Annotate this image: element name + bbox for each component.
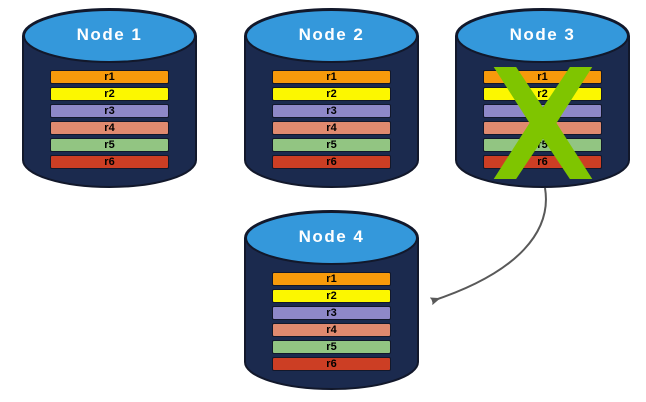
row-label: r3: [326, 306, 337, 319]
node-2-rows: r1 r2 r3 r4 r5 r6: [244, 70, 419, 172]
cylinder-top-disc: [245, 211, 418, 265]
cylinder-top-disc: [23, 9, 196, 63]
row-label: r2: [326, 87, 337, 100]
node-1-rows: r1 r2 r3 r4 r5 r6: [22, 70, 197, 172]
row-label: r1: [537, 70, 548, 83]
row-label: r1: [326, 70, 337, 83]
node-4-rows: r1 r2 r3 r4 r5 r6: [244, 272, 419, 374]
row-label: r4: [104, 121, 115, 134]
row-label: r5: [104, 138, 115, 151]
row-r5[interactable]: r5: [272, 340, 391, 354]
row-r3[interactable]: r3: [483, 104, 602, 118]
cylinder-top-disc: [245, 9, 418, 63]
row-r5[interactable]: r5: [483, 138, 602, 152]
row-r1[interactable]: r1: [50, 70, 169, 84]
row-label: r5: [326, 340, 337, 353]
node-3-rows: r1 r2 r3 r4 r5 r6: [455, 70, 630, 172]
row-r2[interactable]: r2: [483, 87, 602, 101]
row-r4[interactable]: r4: [483, 121, 602, 135]
row-r4[interactable]: r4: [50, 121, 169, 135]
row-r6[interactable]: r6: [483, 155, 602, 169]
row-label: r4: [537, 121, 548, 134]
row-label: r2: [537, 87, 548, 100]
row-r2[interactable]: r2: [272, 87, 391, 101]
row-r1[interactable]: r1: [272, 70, 391, 84]
row-r6[interactable]: r6: [272, 155, 391, 169]
row-label: r6: [326, 155, 337, 168]
row-label: r3: [326, 104, 337, 117]
row-label: r4: [326, 121, 337, 134]
row-label: r1: [104, 70, 115, 83]
row-r5[interactable]: r5: [50, 138, 169, 152]
row-label: r4: [326, 323, 337, 336]
row-label: r3: [104, 104, 115, 117]
row-r2[interactable]: r2: [272, 289, 391, 303]
row-r6[interactable]: r6: [50, 155, 169, 169]
row-r5[interactable]: r5: [272, 138, 391, 152]
row-label: r5: [537, 138, 548, 151]
cylinder-top-disc: [456, 9, 629, 63]
row-r3[interactable]: r3: [50, 104, 169, 118]
row-label: r2: [326, 289, 337, 302]
row-label: r3: [537, 104, 548, 117]
row-r3[interactable]: r3: [272, 104, 391, 118]
row-r1[interactable]: r1: [483, 70, 602, 84]
row-r3[interactable]: r3: [272, 306, 391, 320]
row-label: r2: [104, 87, 115, 100]
row-label: r6: [104, 155, 115, 168]
row-r1[interactable]: r1: [272, 272, 391, 286]
row-r6[interactable]: r6: [272, 357, 391, 371]
row-r4[interactable]: r4: [272, 323, 391, 337]
replication-arrow: [429, 187, 547, 306]
row-label: r6: [326, 357, 337, 370]
row-r4[interactable]: r4: [272, 121, 391, 135]
row-label: r5: [326, 138, 337, 151]
row-r2[interactable]: r2: [50, 87, 169, 101]
row-label: r1: [326, 272, 337, 285]
row-label: r6: [537, 155, 548, 168]
